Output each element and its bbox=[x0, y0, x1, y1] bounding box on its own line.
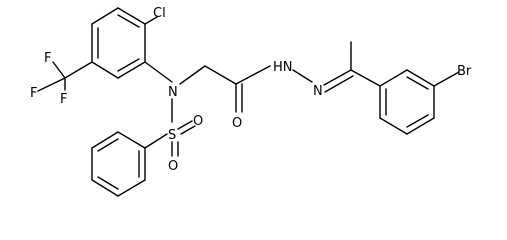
bond bbox=[292, 69, 313, 83]
bond bbox=[91, 61, 119, 79]
bond bbox=[406, 76, 429, 90]
carbonyl-oxygen-label: O bbox=[232, 116, 242, 131]
bond bbox=[117, 61, 146, 79]
bond bbox=[37, 77, 66, 92]
bond bbox=[350, 69, 381, 87]
bond bbox=[91, 179, 119, 197]
bond bbox=[64, 61, 93, 79]
bond bbox=[180, 125, 196, 135]
bond bbox=[144, 61, 173, 83]
amine-nitrogen-label: N bbox=[168, 85, 178, 100]
bond bbox=[406, 69, 435, 87]
bromine-label: Br bbox=[457, 64, 472, 79]
bond bbox=[91, 131, 119, 149]
bromophenyl-ring bbox=[379, 69, 435, 135]
bond bbox=[97, 176, 119, 190]
fluorine-label: F bbox=[30, 86, 37, 101]
bond bbox=[52, 61, 66, 79]
bond bbox=[117, 14, 140, 28]
bond bbox=[379, 117, 408, 135]
chloro-trifluoromethyl-phenyl-ring bbox=[91, 7, 146, 79]
sulfonyl-oxygen-label: O bbox=[168, 159, 178, 174]
sulfonyl-oxygen-label: O bbox=[193, 114, 203, 129]
bond bbox=[117, 7, 146, 25]
sulfur-label: S bbox=[168, 128, 176, 143]
fluorine-label: F bbox=[44, 51, 51, 66]
bond bbox=[179, 65, 206, 85]
bond bbox=[144, 16, 158, 25]
bond bbox=[235, 65, 271, 85]
bond bbox=[323, 69, 352, 86]
bond bbox=[117, 179, 146, 197]
bond bbox=[91, 7, 119, 25]
bond bbox=[144, 133, 168, 149]
bond bbox=[433, 71, 460, 87]
bond bbox=[379, 69, 408, 87]
imine-nitrogen-label: N bbox=[313, 84, 323, 99]
bond bbox=[406, 114, 429, 128]
bond bbox=[117, 58, 140, 72]
bond bbox=[204, 65, 237, 85]
phenyl-ring bbox=[91, 131, 146, 197]
molecule-diagram: Cl F F F N S O O O HN N bbox=[30, 6, 472, 197]
bond bbox=[177, 120, 193, 130]
bond bbox=[324, 75, 354, 93]
bond bbox=[406, 117, 435, 135]
bond bbox=[97, 138, 119, 152]
bond bbox=[117, 131, 146, 149]
hydrazide-nh-label: HN bbox=[273, 60, 293, 75]
chlorine-label: Cl bbox=[153, 6, 166, 21]
fluorine-label: F bbox=[60, 92, 67, 107]
